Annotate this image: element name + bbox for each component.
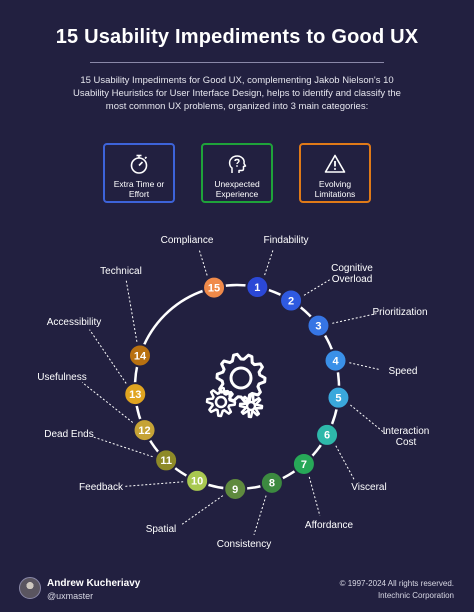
impediment-node [291, 451, 316, 476]
connector-line [92, 436, 153, 458]
stopwatch-icon [130, 154, 148, 174]
connector-line [308, 476, 321, 516]
impediment-number: 11 [160, 455, 172, 467]
connector-line [124, 481, 184, 487]
impediment-node [315, 422, 340, 447]
author-handle[interactable]: @uxmaster [47, 591, 94, 601]
impediment-node [245, 275, 270, 300]
impediment-number: 2 [288, 295, 294, 307]
page-title: 15 Usability Impediments to Good UX [55, 26, 419, 48]
impediment-number: 3 [315, 320, 321, 332]
impediment-label: Feedback [79, 482, 124, 493]
impediment-number: 7 [301, 459, 307, 471]
connector-line [332, 313, 377, 324]
connector-line [350, 404, 386, 435]
impediment-label: Affordance [305, 520, 354, 531]
category-extra-time: Extra Time or Effort [103, 143, 175, 203]
connector-line [253, 495, 267, 536]
connector-line [335, 445, 355, 480]
impediment-label: Technical [100, 266, 142, 277]
connector-line [198, 248, 208, 276]
connector-line [89, 329, 127, 384]
impediment-label: Consistency [217, 539, 271, 550]
impediment-node [202, 275, 227, 300]
impediment-label: Compliance [161, 235, 214, 246]
impediment-number: 15 [208, 282, 220, 294]
impediment-number: 4 [332, 355, 339, 367]
connector-line [303, 279, 330, 296]
impediment-node [279, 288, 304, 313]
impediment-node [323, 348, 348, 373]
impediment-label: Accessibility [47, 317, 101, 328]
impediment-number: 1 [254, 282, 260, 294]
impediment-number: 9 [232, 484, 238, 496]
impediment-label: Usefulness [37, 372, 86, 383]
impediment-number: 10 [191, 476, 203, 488]
company-name: Intechnic Corporation [377, 591, 454, 600]
category-label: Unexpected Experience [214, 179, 260, 199]
gears-icon [205, 352, 267, 419]
impediment-node [259, 470, 284, 495]
impediment-number: 8 [269, 478, 275, 490]
copyright-text: © 1997-2024 All rights reserved. [339, 579, 454, 588]
impediment-node [185, 468, 210, 493]
title-divider [90, 62, 384, 63]
connector-line [181, 495, 224, 525]
impediment-number: 13 [129, 389, 141, 401]
impediment-node [127, 343, 152, 368]
impediment-number: 14 [134, 350, 147, 362]
label-connectors [81, 248, 386, 536]
impediment-label: Findability [263, 235, 308, 246]
impediment-label: Spatial [146, 524, 177, 535]
connector-line [125, 280, 138, 342]
impediment-number: 6 [324, 430, 330, 442]
category-evolving-limitations: Evolving Limitations [299, 143, 371, 203]
impediment-label: Prioritization [372, 307, 427, 318]
category-label: Evolving Limitations [314, 179, 356, 199]
avatar [19, 577, 41, 599]
impediment-label: Visceral [351, 482, 386, 493]
impediment-node [326, 385, 351, 410]
impediment-node [154, 448, 179, 473]
impediment-number: 12 [138, 425, 150, 437]
intro-text: 15 Usability Impediments for Good UX, co… [73, 75, 401, 112]
connector-line [81, 382, 134, 423]
category-unexpected-experience: Unexpected Experience [201, 143, 273, 203]
impediment-node [223, 476, 248, 501]
impediment-number: 5 [335, 392, 341, 404]
head-question-icon [228, 155, 247, 173]
connector-line [264, 248, 274, 276]
impediment-node [306, 313, 331, 338]
impediment-node [132, 418, 157, 443]
connector-line [349, 362, 380, 370]
author-name: Andrew Kucheriavy [47, 578, 141, 589]
category-label: Extra Time or Effort [113, 179, 165, 199]
impediment-label: Dead Ends [44, 429, 93, 440]
impediment-node [123, 382, 148, 407]
impediment-label: Speed [389, 366, 418, 377]
warning-triangle-icon [324, 154, 346, 173]
